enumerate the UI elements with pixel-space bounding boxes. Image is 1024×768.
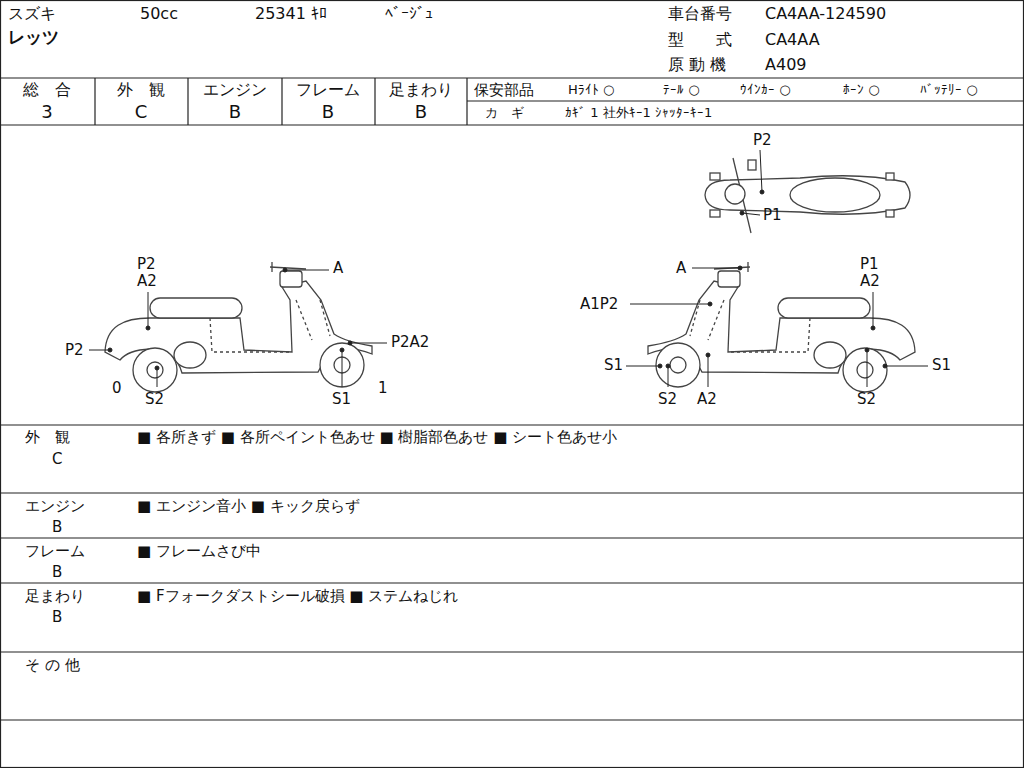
- remark-text: B: [52, 563, 62, 581]
- leader-lines: [89, 150, 928, 387]
- table-cell: ﾃｰﾙ ○: [663, 82, 699, 98]
- callout-label: A: [676, 259, 686, 277]
- callout-label: 0: [112, 379, 122, 397]
- callout-label: S2: [857, 390, 876, 408]
- callout-label: P2: [137, 255, 156, 273]
- callout-label: S1: [332, 390, 351, 408]
- table-cell: 3: [41, 101, 52, 123]
- callout-label: S2: [658, 390, 677, 408]
- scooter-top-view: [705, 158, 910, 233]
- remark-text: ■ フレームさび中: [137, 542, 261, 560]
- callout-label: P2A2: [391, 333, 429, 351]
- remark-text: そ の 他: [25, 656, 80, 674]
- remark-text: C: [52, 450, 62, 468]
- table-cell: CA4AA: [765, 30, 820, 49]
- table-cell: B: [229, 101, 241, 123]
- table-cell: ｳｲﾝｶｰ ○: [740, 82, 790, 98]
- table-cell: ｶｷﾞ 1 社外ｷｰ1 ｼｬｯﾀｰｷｰ1: [565, 105, 712, 121]
- callout-label: 1: [378, 379, 388, 397]
- table-cell: Hﾗｲﾄ ○: [568, 82, 614, 98]
- remark-text: フレーム: [25, 542, 85, 560]
- callout-label: A1P2: [580, 295, 618, 313]
- remark-text: B: [52, 608, 62, 626]
- callout-label: S2: [145, 390, 164, 408]
- callout-label: A2: [860, 272, 880, 290]
- callout-label: P1: [860, 255, 879, 273]
- table-cell: A409: [765, 55, 806, 74]
- table-cell: 25341 ｷﾛ: [255, 4, 327, 23]
- remark-text: 外 観: [25, 428, 70, 446]
- table-cell: ﾊﾞｯﾃﾘｰ ○: [920, 82, 977, 98]
- table-cell: 型 式: [668, 30, 732, 49]
- table-cell: フレーム: [296, 80, 360, 99]
- table-cell: B: [322, 101, 334, 123]
- callout-label: P1: [763, 206, 782, 224]
- table-cell: カ ギ: [485, 105, 524, 121]
- remark-text: ■ 各所きず ■ 各所ペイント色あせ ■ 樹脂部色あせ ■ シート色あせ小: [137, 428, 617, 446]
- remark-text: B: [52, 518, 62, 536]
- table-cell: ﾍﾞｰｼﾞｭ: [385, 4, 433, 23]
- callout-label: P2: [753, 131, 772, 149]
- callout-label: A2: [697, 390, 717, 408]
- remark-text: ■ エンジン音小 ■ キック戻らず: [137, 497, 360, 515]
- table-cell: エンジン: [203, 80, 267, 99]
- callout-label: S1: [604, 356, 623, 374]
- table-cell: 50cc: [140, 4, 178, 23]
- table-cell: 保安部品: [474, 81, 534, 99]
- table-cell: 外 観: [117, 80, 165, 99]
- table-cell: 足まわり: [389, 80, 453, 99]
- callout-label: S1: [932, 356, 951, 374]
- table-cell: 車台番号: [668, 4, 732, 23]
- remark-text: エンジン: [25, 497, 85, 515]
- table-cell: 総 合: [23, 80, 71, 99]
- table-cell: 原 動 機: [668, 55, 726, 74]
- table-cell: レッツ: [8, 27, 59, 47]
- table-cell: CA4AA-124590: [765, 4, 886, 23]
- table-cell: ﾎｰﾝ ○: [843, 82, 879, 98]
- callout-label: P2: [65, 341, 84, 359]
- table-cell: B: [415, 101, 427, 123]
- remark-text: 足まわり: [25, 587, 85, 605]
- callout-label: A: [333, 259, 343, 277]
- table-cell: スズキ: [8, 4, 56, 23]
- remark-text: ■ Fフォークダストシール破損 ■ ステムねじれ: [137, 587, 458, 605]
- table-cell: C: [135, 101, 148, 123]
- callout-label: A2: [137, 272, 157, 290]
